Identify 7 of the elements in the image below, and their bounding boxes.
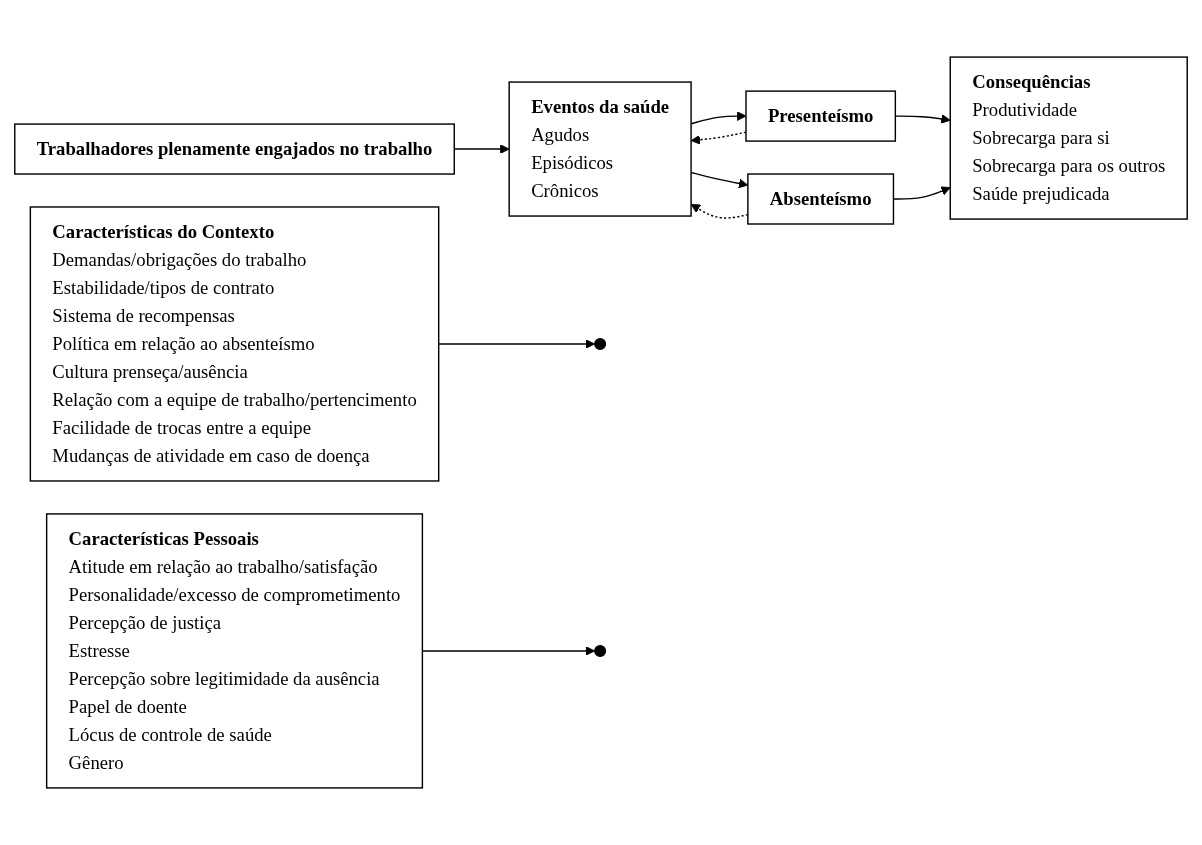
node-box: Trabalhadores plenamente engajados no trabalho [14, 123, 455, 175]
node-box: Características do Contexto Demandas/obrigações do trabalho Estabilidade/tipos de contrato Sistema de recompensas Política em relação ao absenteísmo Cultura prenseça/ausência Relação com a equipe de trabalho/pertencimento Facilidade de trocas entre a equipe Mudanças de atividade em caso de doença [29, 206, 440, 482]
node-box: Eventos da saúde Agudos Episódicos Crônicos [508, 81, 692, 217]
node-box: Consequências Produtividade Sobrecarga para si Sobrecarga para os outros Saúde prejudicada [949, 56, 1188, 220]
node-box: Presenteísmo [745, 90, 897, 142]
node-box: Absenteísmo [747, 173, 895, 225]
node-box: Características Pessoais Atitude em relação ao trabalho/satisfação Personalidade/excesso de comprometimento Percepção de justiça Estresse Percepção sobre legitimidade da ausência Papel de doente Lócus de controle de saúde Gênero [45, 513, 424, 789]
